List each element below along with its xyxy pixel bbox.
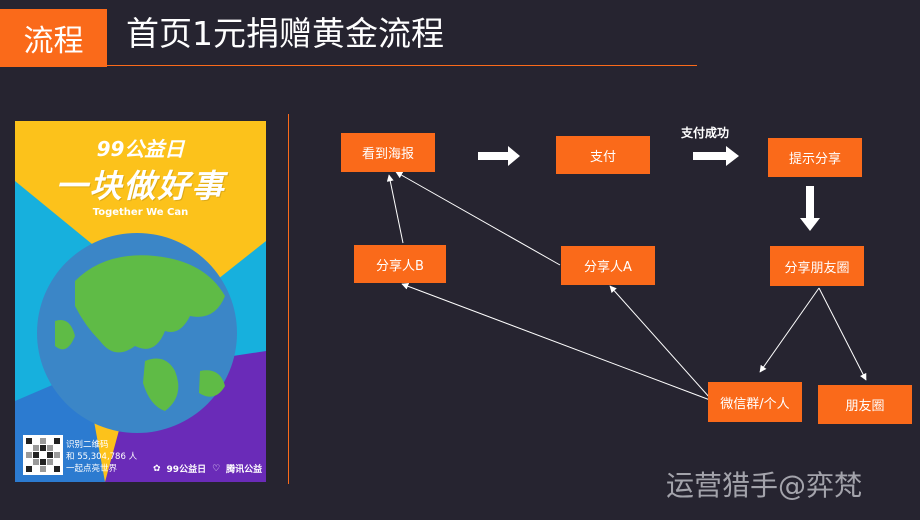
arrow-sharer-a-to-see — [395, 171, 561, 266]
poster-english-slogan: Together We Can — [92, 207, 189, 218]
qr-caption: 识别二维码 和 55,304,786 人 一起点亮世界 — [66, 440, 138, 474]
poster-brand: 99公益日 — [96, 137, 185, 161]
arrow-moments-to-friends — [818, 287, 867, 381]
poster-image: 99公益日 一块做好事 Together We Can 识别二维码 和 55,3… — [15, 121, 266, 482]
poster-artwork — [15, 121, 266, 482]
edge-label-pay-success: 支付成功 — [681, 126, 730, 140]
arrow-moments-to-group — [759, 287, 820, 373]
section-tag: 流程 — [0, 9, 107, 67]
title-underline — [107, 65, 697, 66]
vertical-divider — [288, 114, 289, 484]
watermark: 运营猎手@弈梵 — [666, 469, 863, 502]
arrow-sharer-b-to-see — [386, 174, 404, 244]
node-pay: 支付 — [556, 136, 650, 174]
node-sharer-b: 分享人B — [354, 245, 446, 283]
block-arrow-prompt-to-moments — [800, 186, 820, 231]
page-title: 首页1元捐赠黄金流程 — [126, 14, 444, 53]
block-arrow-pay-to-prompt — [693, 146, 739, 166]
node-see-poster: 看到海报 — [341, 133, 435, 172]
arrow-group-to-sharer-b — [401, 282, 711, 401]
node-moments: 朋友圈 — [818, 385, 912, 424]
block-arrow-see-to-pay — [478, 146, 520, 166]
node-prompt-share: 提示分享 — [768, 138, 862, 177]
poster-slogan: 一块做好事 — [55, 167, 226, 205]
poster-logos: ✿ 99公益日 ♡ 腾讯公益 — [153, 462, 263, 476]
qr-code-icon — [23, 435, 63, 475]
logo-tencent-text: 腾讯公益 — [226, 465, 263, 475]
arrow-group-to-sharer-a — [609, 285, 711, 399]
logo-99-text: 99公益日 — [166, 465, 207, 475]
logo-tencent-icon: ♡ — [212, 463, 221, 474]
node-sharer-a: 分享人A — [561, 246, 655, 285]
logo-99-icon: ✿ — [153, 463, 161, 474]
node-share-moments: 分享朋友圈 — [770, 246, 864, 286]
node-wechat-group: 微信群/个人 — [708, 382, 802, 422]
